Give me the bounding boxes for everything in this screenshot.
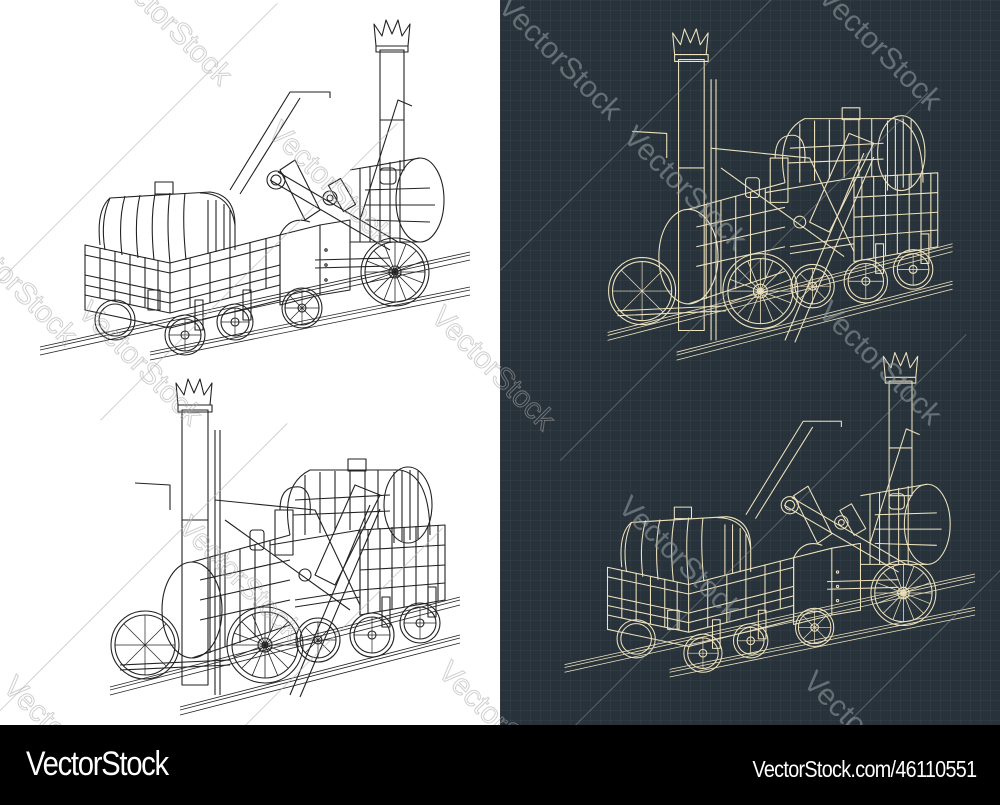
brand-logo-text: VectorStock [26, 745, 169, 783]
light-panel [0, 0, 500, 725]
locomotive-drawing-top-left [30, 10, 471, 361]
footer-bar: VectorStock VectorStock.com/46110551 [0, 725, 1000, 805]
locomotive-drawing-bottom-left [109, 375, 470, 720]
image-reference-link[interactable]: VectorStock.com/46110551 [752, 756, 977, 782]
illustration-canvas: VectorStock VectorStock VectorStock Vect… [0, 0, 1000, 725]
